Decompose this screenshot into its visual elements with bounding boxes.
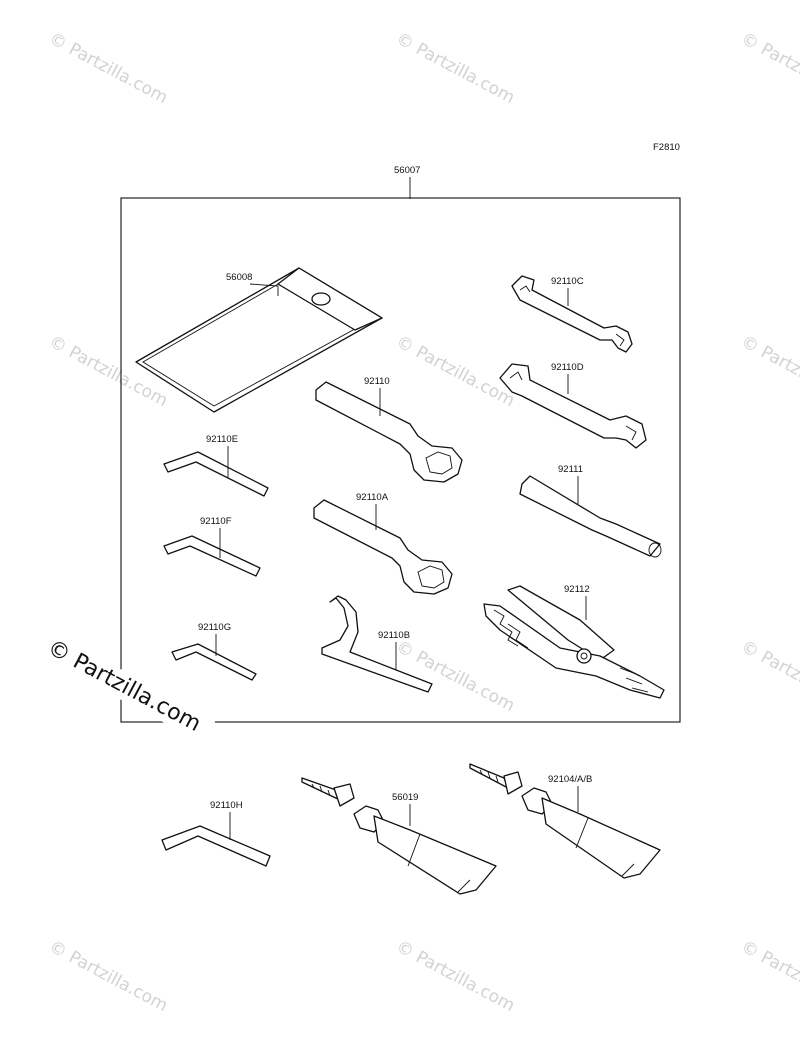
box-wrench-92110a[interactable] xyxy=(313,499,453,595)
label-92110g[interactable]: 92110G xyxy=(198,622,231,633)
tool-bag[interactable] xyxy=(135,267,383,413)
leader-line xyxy=(249,283,279,296)
label-92110[interactable]: 92110 xyxy=(364,376,390,387)
label-92111[interactable]: 92111 xyxy=(558,464,583,475)
label-92110a[interactable]: 92110A xyxy=(356,492,389,503)
label-92110e[interactable]: 92110E xyxy=(206,434,238,445)
handle-bar-92111[interactable] xyxy=(519,475,662,558)
watermark: © Partzilla.com xyxy=(393,29,518,108)
watermark: © Partzilla.com xyxy=(738,937,800,1016)
hex-key-92110h[interactable] xyxy=(161,825,271,867)
tool-kit-frame xyxy=(120,197,681,723)
label-92110f[interactable]: 92110F xyxy=(200,516,232,527)
watermark: © Partzilla.com xyxy=(46,29,171,108)
hook-wrench-92110b[interactable] xyxy=(321,595,433,693)
label-92110h[interactable]: 92110H xyxy=(210,800,243,811)
wrench-92110c[interactable] xyxy=(511,275,633,353)
label-92104-a-b[interactable]: 92104/A/B xyxy=(548,774,592,785)
label-92112[interactable]: 92112 xyxy=(564,584,590,595)
watermark: © Partzilla.com xyxy=(393,332,518,411)
label-92110b[interactable]: 92110B xyxy=(378,630,410,641)
watermark: © Partzilla.com xyxy=(738,332,800,411)
bond-tube-92104[interactable] xyxy=(469,763,661,879)
hex-key-92110e[interactable] xyxy=(163,451,269,497)
watermark: © Partzilla.com xyxy=(738,637,800,716)
label-92110d[interactable]: 92110D xyxy=(551,362,584,373)
figure-code: F2810 xyxy=(653,142,680,153)
watermark: © Partzilla.com xyxy=(738,29,800,108)
label-56007[interactable]: 56007 xyxy=(394,165,420,176)
watermark: © Partzilla.com xyxy=(393,937,518,1016)
label-92110c[interactable]: 92110C xyxy=(551,276,584,287)
box-wrench-92110[interactable] xyxy=(315,381,463,483)
hex-key-92110f[interactable] xyxy=(163,535,261,577)
pliers-92112[interactable] xyxy=(483,585,665,699)
watermark: © Partzilla.com xyxy=(46,937,171,1016)
wrench-92110d[interactable] xyxy=(499,363,647,449)
label-56008[interactable]: 56008 xyxy=(226,272,252,283)
hex-key-92110g[interactable] xyxy=(171,643,257,681)
grease-tube-56019[interactable] xyxy=(301,777,497,895)
label-56019[interactable]: 56019 xyxy=(392,792,418,803)
